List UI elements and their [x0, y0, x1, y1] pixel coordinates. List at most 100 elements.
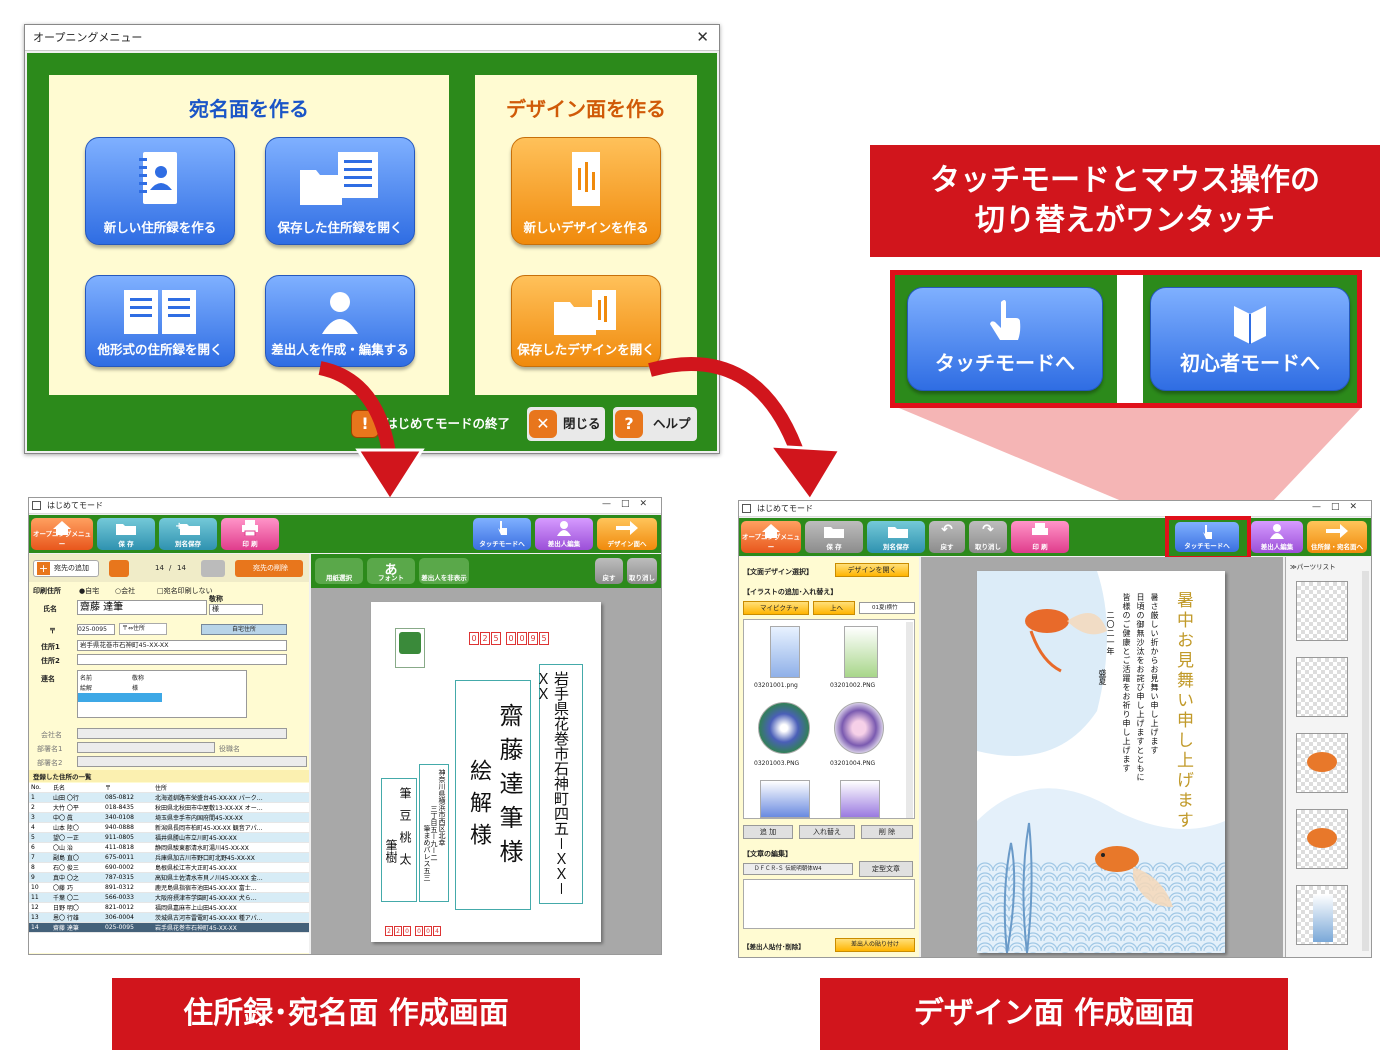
open-saved-design-button[interactable]: 保存したデザインを開く — [511, 275, 661, 367]
illust-scrollbar[interactable] — [906, 622, 913, 818]
illust-replace-button[interactable]: 入れ替え — [799, 825, 855, 839]
design-save-as-button[interactable]: 別名保存 — [867, 521, 925, 553]
thumb-4[interactable] — [834, 702, 884, 754]
design-print-button[interactable]: 印 刷 — [1011, 521, 1069, 553]
print-button[interactable]: 印 刷 — [221, 518, 279, 550]
close-button[interactable]: ✕ 閉じる — [527, 407, 605, 441]
opening-menu-button[interactable]: オープニングメニュー — [31, 518, 93, 550]
illustration-grid[interactable]: 03201001.png 03201002.PNG 03201003.PNG 0… — [743, 619, 915, 819]
font-button[interactable]: あ フォント — [367, 558, 415, 584]
touch-mode-big-button[interactable]: タッチモードへ — [907, 287, 1103, 391]
col-no: No. — [29, 783, 51, 793]
save-as-button[interactable]: + 別名保存 — [159, 518, 217, 550]
open-design-button[interactable]: デザインを開く — [835, 563, 909, 577]
hide-sender-button[interactable]: 差出人を非表示 — [419, 558, 469, 584]
row-zip: 675-0011 — [103, 852, 153, 863]
save-button[interactable]: 保 存 — [97, 518, 155, 550]
title-label: 役職名 — [219, 745, 240, 753]
up-folder-button[interactable]: 上へ — [813, 601, 855, 615]
font-name-field[interactable]: ＤＦＣＲ-Ｓ 伝統明朝体W4 — [743, 863, 853, 875]
dept1-field[interactable] — [77, 742, 215, 753]
next-record-button[interactable] — [201, 560, 225, 577]
name-field[interactable]: 齋藤 達筆 — [77, 600, 207, 615]
design-redo-button[interactable]: ↷ 取り消し — [969, 521, 1007, 553]
touch-mode-button[interactable]: タッチモードへ — [473, 518, 531, 550]
addr1-field[interactable]: 岩手県花巻市石神町45-XX-XX — [77, 640, 287, 651]
zip-convert-button[interactable]: 〒⇔住所 — [119, 623, 167, 635]
addr2-field[interactable] — [77, 654, 287, 665]
design-opening-menu-button[interactable]: オープニングメニュー — [741, 521, 801, 553]
design-sender-edit-button[interactable]: 差出人編集 — [1251, 521, 1303, 553]
undo-button[interactable]: 戻す — [595, 558, 623, 584]
thumb-2[interactable] — [844, 626, 878, 678]
text-edit-area[interactable] — [743, 879, 915, 929]
company-radio[interactable]: ○会社 — [115, 587, 136, 595]
row-name: 望〇 一正 — [51, 832, 103, 843]
card-body-3: 皆様のご健康とご活躍をお祈り申し上げます — [1122, 593, 1131, 773]
joint-name-list[interactable]: 名前 敬称 絵解 様 — [77, 670, 247, 718]
delete-record-button[interactable]: 宛先の削除 — [235, 560, 303, 577]
help-button[interactable]: ? ヘルプ — [613, 407, 697, 441]
part-tile-5[interactable] — [1296, 885, 1348, 945]
open-saved-address-button[interactable]: 保存した住所録を開く — [265, 137, 415, 245]
design-undo-button[interactable]: ↶ 戻す — [929, 521, 965, 553]
paper-select-button[interactable]: 用紙選択 — [315, 558, 363, 584]
design-touch-mode-button[interactable]: タッチモードへ — [1175, 522, 1239, 552]
window-controls[interactable]: —□✕ — [601, 499, 657, 509]
prev-record-button[interactable] — [109, 560, 129, 577]
redo-button[interactable]: 取り消し — [627, 558, 657, 584]
design-save-button[interactable]: 保 存 — [805, 521, 863, 553]
thumb-6[interactable] — [840, 780, 880, 818]
fixed-text-button[interactable]: 定型文章 — [859, 861, 913, 877]
home-radio[interactable]: ●自宅 — [79, 587, 100, 595]
arrow-right-icon — [616, 521, 638, 535]
postcard-icon — [572, 152, 600, 206]
design-window-controls[interactable]: —□✕ — [1311, 502, 1367, 512]
part-tile-1[interactable] — [1296, 581, 1348, 641]
part-tile-3[interactable] — [1296, 733, 1348, 793]
sender-edit-button[interactable]: 差出人を作成・編集する — [265, 275, 415, 367]
sender-edit-toolbar-button[interactable]: 差出人編集 — [535, 518, 593, 550]
part-tile-2[interactable] — [1296, 657, 1348, 717]
close-icon[interactable]: ✕ — [696, 28, 709, 46]
to-address-button[interactable]: 住所録・宛名面へ — [1307, 521, 1367, 553]
company-field[interactable] — [77, 728, 287, 739]
beginner-mode-big-button[interactable]: 初心者モードへ — [1150, 287, 1350, 391]
illust-add-button[interactable]: 追 加 — [743, 825, 793, 839]
thumb-1[interactable] — [770, 626, 800, 678]
open-other-format-button[interactable]: 他形式の住所録を開く — [85, 275, 235, 367]
top-wave-shape — [977, 571, 1107, 756]
new-design-button[interactable]: 新しいデザインを作る — [511, 137, 661, 245]
folder-dropdown[interactable]: 01夏(横竹 — [859, 602, 915, 614]
close-x-icon: ✕ — [529, 410, 557, 438]
dept2-field[interactable] — [77, 756, 307, 767]
honorific-select[interactable]: 様 — [209, 604, 263, 615]
thumb-5[interactable] — [760, 780, 810, 818]
my-picture-button[interactable]: マイピクチャ — [743, 601, 809, 615]
part-tile-4[interactable] — [1296, 809, 1348, 869]
paste-sender-button[interactable]: 差出人の貼り付け — [835, 938, 915, 952]
parts-scrollbar[interactable] — [1362, 571, 1369, 951]
thumb-3[interactable] — [758, 702, 810, 754]
illust-delete-button[interactable]: 削 除 — [861, 825, 913, 839]
zip-field[interactable]: 025-0095 — [77, 624, 115, 635]
no-print-checkbox[interactable]: □宛名印刷しない — [157, 587, 213, 595]
to-design-button[interactable]: デザイン面へ — [597, 518, 657, 550]
home-address-button[interactable]: 自宅住所 — [201, 624, 287, 635]
new-address-book-button[interactable]: 新しい住所録を作る — [85, 137, 235, 245]
